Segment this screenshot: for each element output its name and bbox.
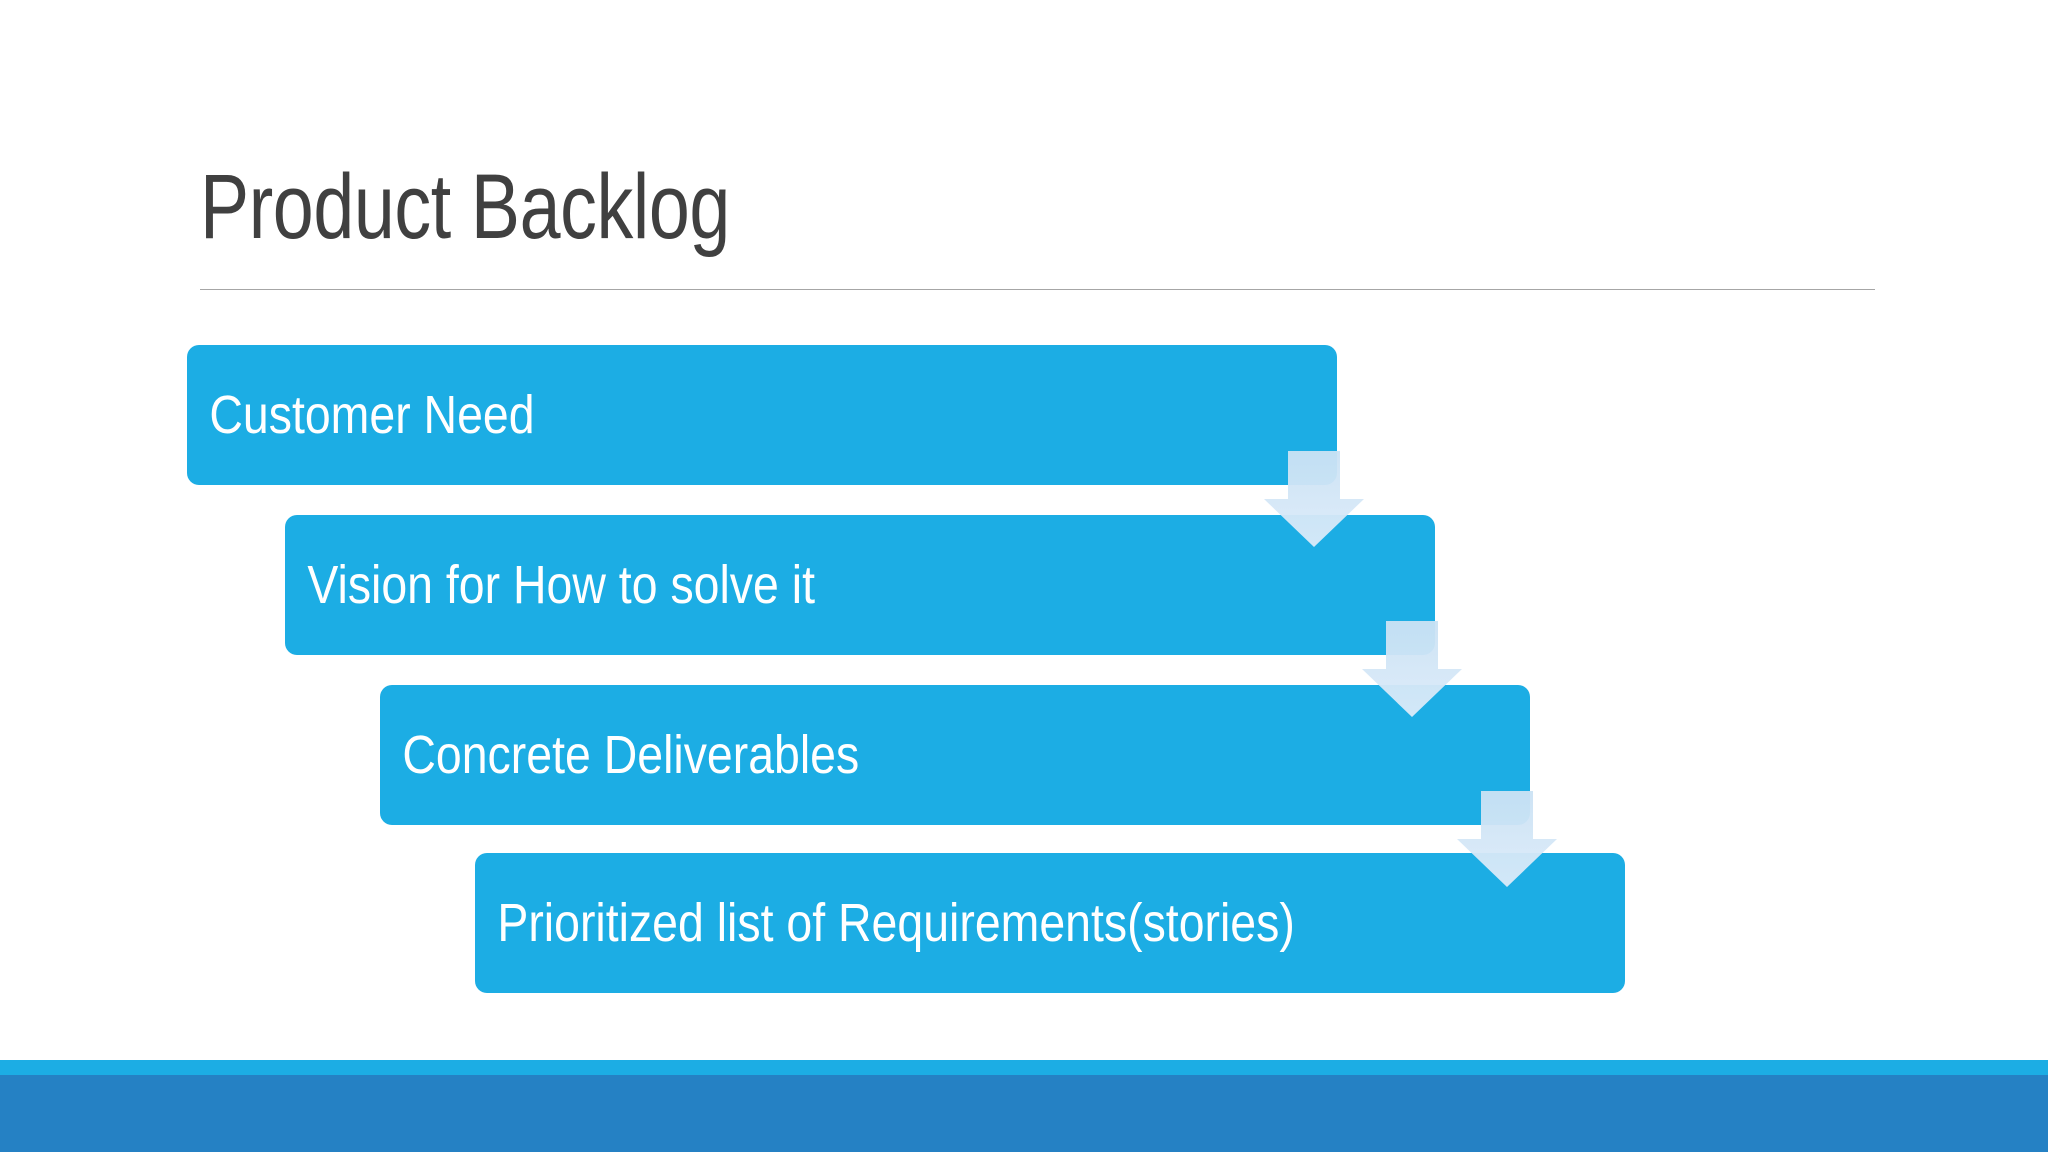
flow-step-1-label: Customer Need xyxy=(209,385,535,445)
footer-band xyxy=(0,1075,2048,1152)
title-block: Product Backlog xyxy=(200,150,1880,300)
page-title: Product Backlog xyxy=(200,156,730,258)
title-divider xyxy=(200,289,1875,290)
flow-step-2[interactable]: Vision for How to solve it xyxy=(285,515,1435,655)
flow-step-4-label: Prioritized list of Requirements(stories… xyxy=(497,893,1295,953)
flow-step-2-label: Vision for How to solve it xyxy=(307,555,815,615)
flow-step-3[interactable]: Concrete Deliverables xyxy=(380,685,1530,825)
flow-step-3-label: Concrete Deliverables xyxy=(402,725,860,785)
flow-step-1[interactable]: Customer Need xyxy=(187,345,1337,485)
footer-accent-strip xyxy=(0,1060,2048,1075)
slide-footer xyxy=(0,1060,2048,1152)
flow-step-4[interactable]: Prioritized list of Requirements(stories… xyxy=(475,853,1625,993)
